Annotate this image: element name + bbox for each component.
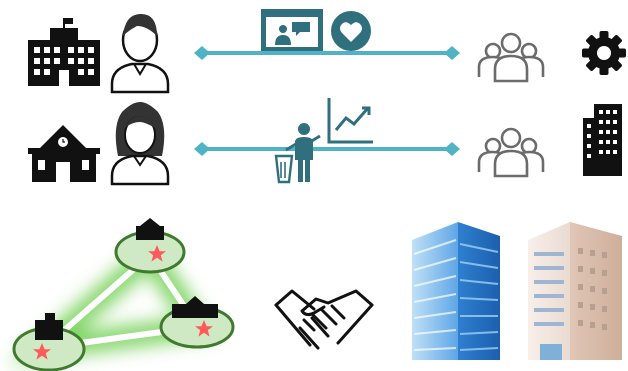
heart-badge-icon <box>331 11 371 51</box>
network-node-top <box>114 218 186 274</box>
group-people-icon <box>477 32 545 83</box>
beige-office-tower-icon <box>528 222 622 360</box>
handshake-icon <box>274 289 374 350</box>
group-people-icon <box>477 127 545 178</box>
building-network-icon <box>9 218 235 371</box>
network-node-right <box>159 296 235 349</box>
town-hall-icon <box>28 125 100 182</box>
woman-avatar-icon <box>110 102 170 186</box>
connector-line-middle <box>194 142 460 156</box>
connector-line-top <box>194 46 460 60</box>
network-node-left <box>12 313 86 371</box>
office-building-icon <box>583 104 622 176</box>
presenter-with-growth-chart-icon <box>274 98 373 184</box>
glass-office-tower-icon <box>412 222 500 360</box>
man-avatar-icon <box>110 14 170 94</box>
school-building-icon <box>28 18 100 86</box>
video-chat-monitor-icon <box>261 9 323 51</box>
gear-icon <box>582 31 626 75</box>
